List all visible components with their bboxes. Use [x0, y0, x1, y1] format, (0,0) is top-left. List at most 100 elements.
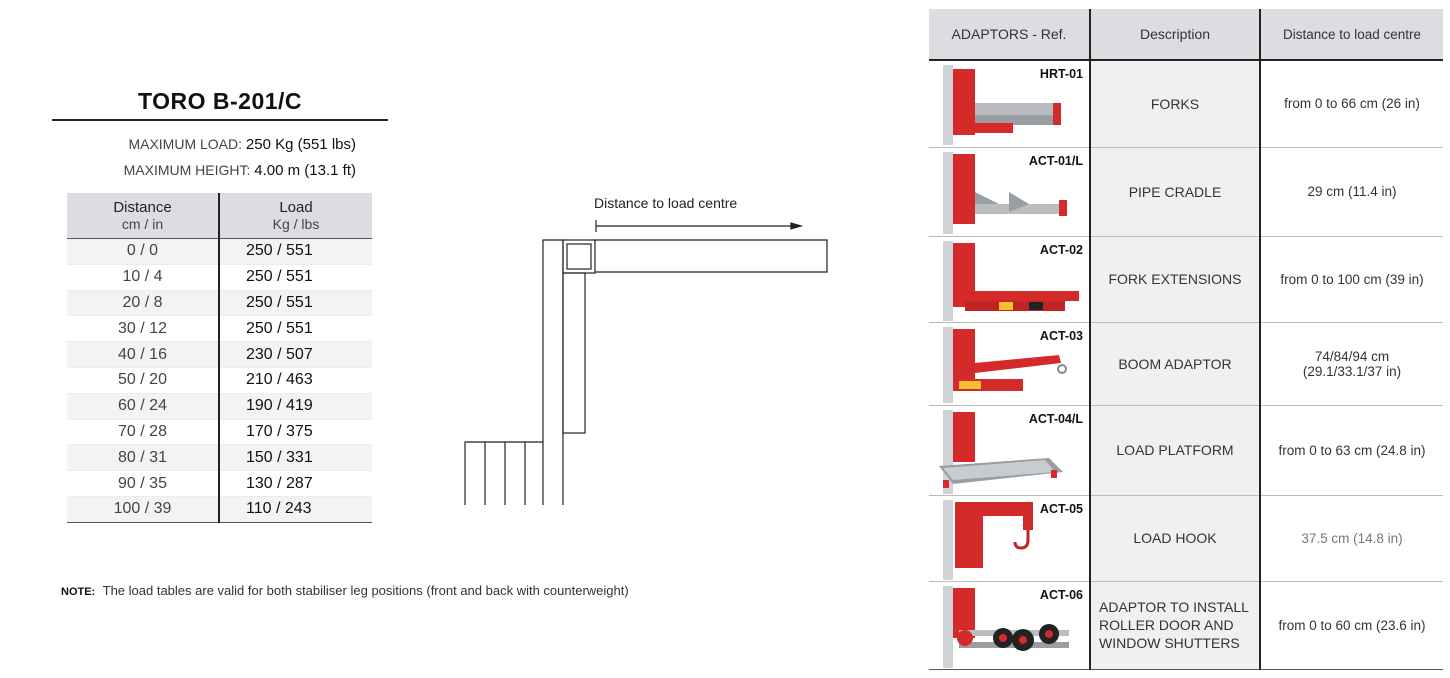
adaptor-description: FORKS — [1089, 59, 1261, 147]
adaptor-distance: from 0 to 66 cm (26 in) — [1260, 59, 1443, 147]
description-column-header: Description — [1089, 9, 1261, 61]
load-cell: 210 / 463 — [218, 366, 372, 394]
distance-cell: 50 / 20 — [67, 366, 219, 394]
max-load-spec: MAXIMUM LOAD: 250 Kg (551 lbs) — [40, 136, 356, 153]
adaptor-ref: ACT-05 — [1039, 501, 1083, 516]
fork-box-inner — [566, 243, 592, 270]
fork-arm — [595, 239, 828, 273]
load-hook-image — [943, 499, 1033, 580]
fork-box — [562, 239, 596, 274]
adaptor-ref: ACT-03 — [1039, 328, 1083, 343]
load-column-header: Load Kg / lbs — [218, 193, 372, 239]
adaptor-ref: ACT-01/L — [1028, 153, 1083, 168]
mast-outer — [542, 239, 564, 505]
adaptor-description: LOAD HOOK — [1089, 494, 1261, 581]
adaptor-description-line2: ROLLER DOOR AND — [1099, 617, 1234, 633]
adaptor-row: ACT-05 LOAD HOOK 37.5 cm (14.8 in) — [929, 494, 1443, 581]
adaptor-description-line1: ADAPTOR TO INSTALL — [1099, 599, 1249, 615]
pipe-cradle-image — [943, 151, 1067, 234]
adaptor-row: ACT-04/L LOAD PLATFORM from 0 to 63 cm (… — [929, 404, 1443, 495]
load-cell: 230 / 507 — [218, 341, 372, 368]
max-height-value: 4.00 m (13.1 ft) — [254, 162, 356, 179]
adaptors-table: ADAPTORS - Ref. Description Distance to … — [929, 9, 1443, 670]
adaptor-thumb-cell: ACT-04/L — [929, 404, 1090, 495]
adaptor-distance: from 0 to 60 cm (23.6 in) — [1260, 580, 1443, 670]
roller-door-adaptor-image — [943, 585, 1069, 668]
load-table-header: Distance cm / in Load Kg / lbs — [67, 193, 372, 239]
distance-cell: 80 / 31 — [67, 444, 219, 471]
boom-adaptor-image — [943, 326, 1067, 403]
adaptor-thumb-cell: ACT-05 — [929, 494, 1090, 581]
max-height-spec: MAXIMUM HEIGHT: 4.00 m (13.1 ft) — [40, 162, 356, 179]
max-load-label: MAXIMUM LOAD: — [128, 136, 243, 152]
adaptor-ref: ACT-02 — [1039, 242, 1083, 257]
adaptor-distance: from 0 to 100 cm (39 in) — [1260, 235, 1443, 322]
adaptor-row: ACT-01/L PIPE CRADLE 29 cm (11.4 in) — [929, 146, 1443, 236]
adaptor-description: FORK EXTENSIONS — [1089, 235, 1261, 322]
adaptor-row: ACT-02 FORK EXTENSIONS from 0 to 100 cm … — [929, 235, 1443, 322]
load-centre-diagram — [464, 220, 828, 505]
adaptor-description-line3: WINDOW SHUTTERS — [1099, 635, 1240, 651]
max-load-value: 250 Kg (551 lbs) — [245, 136, 356, 153]
adaptor-distance: 74/84/94 cm (29.1/33.1/37 in) — [1260, 321, 1443, 405]
load-table-note: NOTE: The load tables are valid for both… — [61, 583, 629, 598]
distance-cell: 100 / 39 — [67, 495, 219, 523]
load-cell: 250 / 551 — [218, 238, 372, 265]
adaptor-thumb-cell: ACT-03 — [929, 321, 1090, 405]
adaptors-table-header: ADAPTORS - Ref. Description Distance to … — [929, 9, 1443, 61]
ref-column-header: ADAPTORS - Ref. — [929, 9, 1090, 61]
distance-cell: 10 / 4 — [67, 263, 219, 291]
adaptor-description: BOOM ADAPTOR — [1089, 321, 1261, 405]
adaptor-row: ACT-06 ADAPTOR TO INSTALL ROLLE — [929, 580, 1443, 670]
adaptor-thumb-cell: ACT-01/L — [929, 146, 1090, 236]
distance-arrow-head — [790, 222, 804, 230]
adaptor-row: HRT-01 FORKS from 0 to 66 cm (26 in) — [929, 59, 1443, 147]
note-label: NOTE: — [61, 586, 96, 598]
adaptor-distance-line1: 74/84/94 cm — [1314, 348, 1390, 364]
adaptor-description: LOAD PLATFORM — [1089, 404, 1261, 495]
adaptor-thumb-cell: ACT-02 — [929, 235, 1090, 322]
adaptor-ref: ACT-04/L — [1028, 411, 1083, 426]
adaptor-ref: ACT-06 — [1039, 587, 1083, 602]
distance-column-header: Distance cm / in — [67, 193, 219, 239]
forks-image — [943, 65, 1061, 145]
load-cell: 190 / 419 — [218, 392, 372, 420]
load-cell: 130 / 287 — [218, 470, 372, 497]
base-outline — [464, 441, 543, 505]
adaptor-row: ACT-03 BOOM ADAPTOR 74/84/94 cm (29.1/33… — [929, 321, 1443, 405]
product-title: TORO B-201/C — [137, 88, 303, 114]
adaptor-ref: HRT-01 — [1039, 67, 1083, 81]
adaptor-description: ADAPTOR TO INSTALL ROLLER DOOR AND WINDO… — [1089, 580, 1261, 670]
distance-cell: 30 / 12 — [67, 315, 219, 342]
distance-cell: 70 / 28 — [67, 418, 219, 445]
title-divider — [52, 119, 388, 121]
max-height-label: MAXIMUM HEIGHT: — [123, 162, 251, 178]
adaptor-distance: from 0 to 63 cm (24.8 in) — [1260, 404, 1443, 495]
note-text: The load tables are valid for both stabi… — [102, 583, 629, 598]
adaptor-distance: 29 cm (11.4 in) — [1260, 146, 1443, 236]
distance-cell: 0 / 0 — [67, 238, 219, 265]
distance-cell: 40 / 16 — [67, 341, 219, 368]
load-cell: 150 / 331 — [218, 444, 372, 471]
load-cell: 250 / 551 — [218, 263, 372, 291]
adaptor-thumb-cell: HRT-01 — [929, 59, 1090, 147]
adaptor-thumb-cell: ACT-06 — [929, 580, 1090, 670]
adaptor-description: PIPE CRADLE — [1089, 146, 1261, 236]
adaptor-distance-line2: (29.1/33.1/37 in) — [1302, 363, 1402, 379]
load-platform-image — [939, 409, 1063, 494]
carriage — [562, 272, 586, 434]
load-cell: 250 / 551 — [218, 315, 372, 342]
load-cell: 170 / 375 — [218, 418, 372, 445]
diagram-label: Distance to load centre — [594, 195, 738, 211]
load-cell: 250 / 551 — [218, 289, 372, 316]
